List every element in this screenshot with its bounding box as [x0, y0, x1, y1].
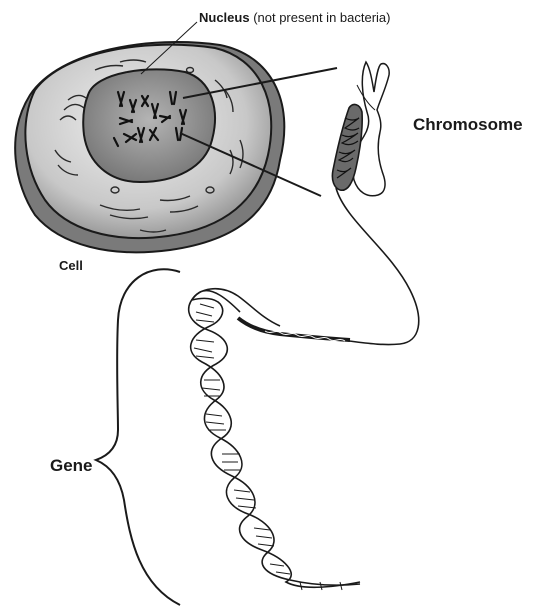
- chromosome-label: Chromosome: [413, 115, 523, 135]
- cell-label: Cell: [59, 258, 83, 273]
- dna-base-pairs: [194, 304, 342, 590]
- nucleus-illustration: [83, 69, 215, 182]
- gene-brace: [96, 269, 180, 605]
- gene-label: Gene: [50, 456, 93, 476]
- nucleus-label: Nucleus (not present in bacteria): [199, 10, 390, 25]
- chromatin-fiber: [238, 318, 350, 340]
- chromatin-strand: [336, 188, 419, 345]
- dna-top-loop: [192, 289, 280, 326]
- chromosome-illustration: [332, 62, 418, 345]
- nucleus-label-bold: Nucleus: [199, 10, 250, 25]
- nucleus-body: [83, 69, 215, 182]
- nucleus-label-note: (not present in bacteria): [250, 10, 391, 25]
